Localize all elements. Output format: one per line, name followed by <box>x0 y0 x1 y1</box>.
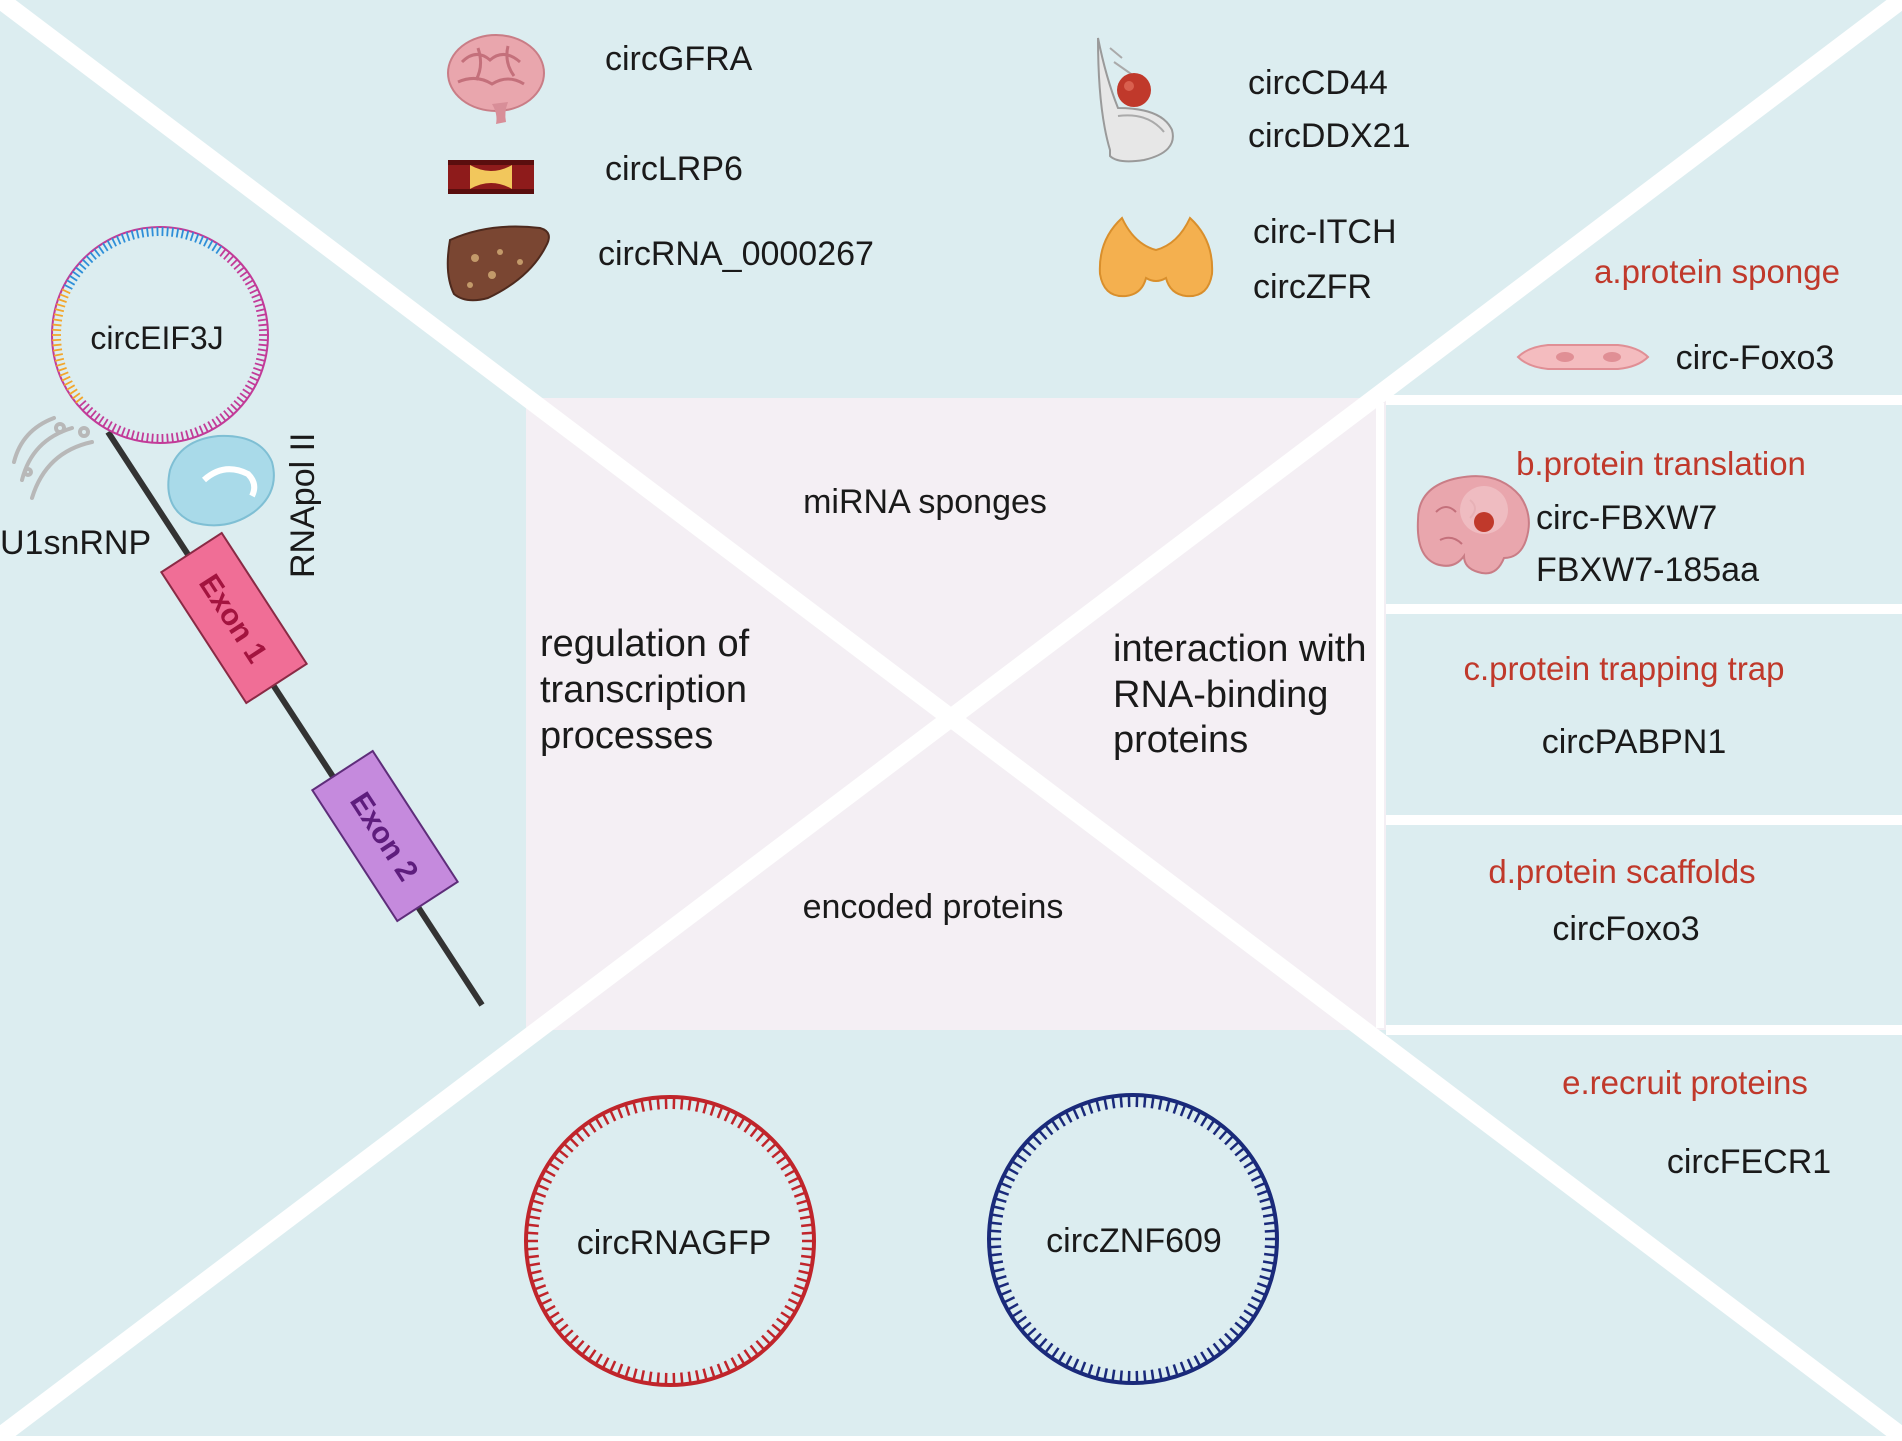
circznf609-label: circZNF609 <box>1046 1222 1222 1260</box>
center-right-line2: RNA-binding <box>1113 674 1328 716</box>
ring-tick <box>527 1256 539 1257</box>
ring-tick <box>650 1372 652 1384</box>
ring-tick <box>650 1098 652 1110</box>
center-top-label: miRNA sponges <box>803 483 1047 521</box>
rnapol-label: RNApol II <box>284 433 322 579</box>
section-b-item-1: circ-FBXW7 <box>1536 499 1717 537</box>
section-a-item: circ-Foxo3 <box>1676 339 1835 377</box>
ring-tick <box>147 228 148 237</box>
section-e-item: circFECR1 <box>1667 1143 1831 1181</box>
ring-tick <box>1264 1254 1276 1255</box>
center-right-line3: proteins <box>1113 719 1248 761</box>
ring-tick <box>989 1247 1001 1248</box>
center-left-line3: processes <box>540 715 713 757</box>
section-c-item: circPABPN1 <box>1542 723 1727 761</box>
section-d-item: circFoxo3 <box>1552 910 1699 948</box>
center-right-line1: interaction with <box>1113 628 1366 670</box>
thyroid-label-2: circZFR <box>1253 268 1372 306</box>
center-left-line1: regulation of <box>540 623 750 665</box>
breast-label-2: circDDX21 <box>1248 117 1410 155</box>
ring-tick <box>689 1372 691 1384</box>
breast-label-1: circCD44 <box>1248 64 1388 102</box>
ring-tick <box>990 1223 1002 1224</box>
ring-tick <box>53 345 62 346</box>
ring-tick <box>527 1225 539 1226</box>
brain-label: circGFRA <box>605 40 753 78</box>
ring-tick <box>1152 1096 1154 1108</box>
ring-tick <box>152 434 153 443</box>
ring-tick <box>990 1254 1002 1255</box>
section-d-title: d.protein scaffolds <box>1488 853 1755 890</box>
artery-label: circLRP6 <box>605 150 743 188</box>
circrnagfp-label: circRNAGFP <box>577 1224 772 1262</box>
ring-tick <box>689 1098 691 1110</box>
ring-tick <box>681 1373 682 1385</box>
section-e-title: e.recruit proteins <box>1562 1064 1808 1101</box>
ring-tick <box>526 1233 538 1234</box>
thyroid-label-1: circ-ITCH <box>1253 213 1397 251</box>
ring-tick <box>1113 1370 1115 1382</box>
ring-tick <box>172 433 173 442</box>
ring-tick <box>658 1098 659 1110</box>
ring-tick <box>1265 1247 1277 1248</box>
ring-tick <box>1152 1370 1154 1382</box>
ring-tick <box>1121 1096 1122 1108</box>
ring-tick <box>167 227 168 236</box>
ring-tick <box>259 345 268 346</box>
liver-label: circRNA_0000267 <box>598 235 874 273</box>
ring-tick <box>526 1249 538 1250</box>
muscle-cell-icon <box>1518 345 1648 369</box>
section-b-item-2: FBXW7-185aa <box>1536 551 1759 589</box>
ring-tick <box>1265 1231 1277 1232</box>
ring-tick <box>658 1373 659 1385</box>
section-a-title: a.protein sponge <box>1594 253 1840 290</box>
ring-tick <box>801 1256 813 1257</box>
ring-tick <box>259 325 268 326</box>
ring-tick <box>1113 1096 1115 1108</box>
ring-tick <box>167 434 168 443</box>
ring-tick <box>802 1233 814 1234</box>
section-c-title: c.protein trapping trap <box>1463 650 1784 687</box>
ring-tick <box>801 1225 813 1226</box>
ring-tick <box>172 228 173 237</box>
section-b-title: b.protein translation <box>1516 445 1806 482</box>
ring-tick <box>53 325 62 326</box>
center-bottom-label: encoded proteins <box>803 888 1064 926</box>
ring-tick <box>1264 1223 1276 1224</box>
ring-tick <box>1144 1096 1145 1108</box>
ring-tick <box>1121 1371 1122 1383</box>
center-left-line2: transcription <box>540 669 747 711</box>
ring-tick <box>989 1231 1001 1232</box>
ring-tick <box>802 1249 814 1250</box>
ring-tick <box>147 433 148 442</box>
ring-tick <box>152 227 153 236</box>
artery-icon <box>448 160 534 194</box>
u1snrnp-label: U1snRNP <box>0 524 151 562</box>
circeif3j-label: circEIF3J <box>90 320 223 356</box>
ring-tick <box>681 1098 682 1110</box>
ring-tick <box>1144 1371 1145 1383</box>
